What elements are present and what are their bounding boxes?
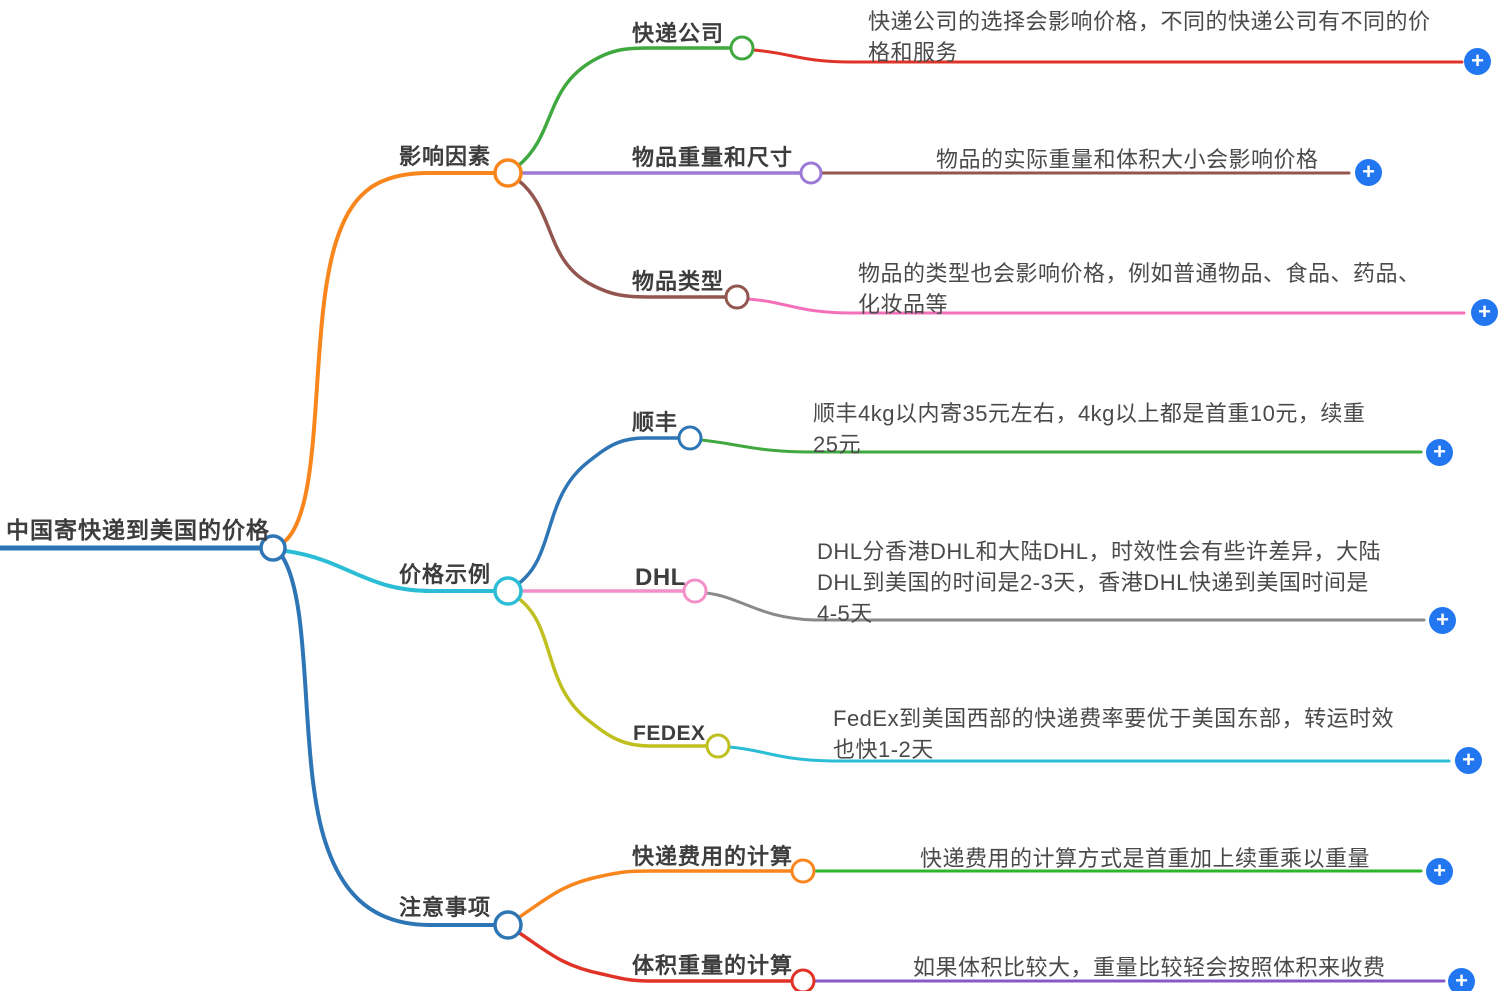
root-node-handle[interactable]	[259, 534, 287, 562]
plus-icon: +	[1462, 747, 1475, 772]
plus-icon: +	[1362, 159, 1375, 184]
edge-notes-fee	[516, 869, 793, 920]
plus-icon: +	[1471, 48, 1484, 73]
add-button-fedex[interactable]: +	[1455, 747, 1482, 774]
add-button-fee[interactable]: +	[1426, 858, 1453, 885]
note-type-text[interactable]: 物品的类型也会影响价格，例如普通物品、食品、药品、 化妆品等	[858, 261, 1421, 317]
notes-node-handle[interactable]	[493, 910, 523, 940]
type-node-handle[interactable]	[724, 284, 750, 310]
edge-factors-type	[516, 178, 727, 299]
plus-icon: +	[1433, 439, 1446, 464]
add-button-courier[interactable]: +	[1464, 48, 1491, 75]
edge-root-factors	[282, 171, 496, 544]
note-fee-text[interactable]: 快递费用的计算方式是首重加上续重乘以重量	[920, 846, 1371, 871]
edge-notes-volume	[516, 930, 793, 983]
factors-node-handle[interactable]	[493, 158, 523, 188]
topic-weight-label[interactable]: 物品重量和尺寸	[632, 145, 794, 170]
note-fedex-text[interactable]: FedEx到美国西部的快递费率要优于美国东部，转运时效 也快1-2天	[833, 706, 1395, 762]
edge-courier-note	[751, 48, 1464, 64]
add-button-volume[interactable]: +	[1448, 968, 1475, 991]
branch-price-label[interactable]: 价格示例	[399, 562, 492, 587]
topic-type-label[interactable]: 物品类型	[632, 269, 725, 294]
note-courier-text[interactable]: 快递公司的选择会影响价格，不同的快递公司有不同的价 格和服务	[868, 9, 1431, 65]
topic-fee-label[interactable]: 快递费用的计算	[632, 844, 794, 869]
edge-price-fedex	[516, 596, 708, 748]
edge-root-price	[284, 549, 496, 593]
edge-price-sf	[516, 436, 680, 586]
weight-node-handle[interactable]	[799, 161, 823, 185]
plus-icon: +	[1436, 607, 1449, 632]
topic-volume-label[interactable]: 体积重量的计算	[632, 953, 794, 978]
plus-icon: +	[1433, 858, 1446, 883]
edge-type-note	[746, 297, 1466, 315]
branch-notes-label[interactable]: 注意事项	[399, 895, 492, 920]
fedex-node-handle[interactable]	[705, 733, 731, 759]
dhl-node-handle[interactable]	[682, 578, 708, 604]
edge-factors-courier	[516, 46, 732, 168]
add-button-dhl[interactable]: +	[1429, 607, 1456, 634]
edge-sf-note	[699, 438, 1423, 454]
sf-node-handle[interactable]	[677, 425, 703, 451]
courier-node-handle[interactable]	[729, 35, 755, 61]
branch-factors-label[interactable]: 影响因素	[399, 144, 492, 169]
topic-sf-label[interactable]: 顺丰	[632, 410, 679, 435]
edge-root-notes	[280, 554, 496, 927]
topic-dhl-label[interactable]: DHL	[635, 564, 686, 591]
note-weight-text[interactable]: 物品的实际重量和体积大小会影响价格	[936, 147, 1319, 172]
edge-fedex-note	[727, 745, 1451, 763]
plus-icon: +	[1455, 968, 1468, 991]
add-button-type[interactable]: +	[1471, 299, 1498, 326]
note-sf-text[interactable]: 顺丰4kg以内寄35元左右，4kg以上都是首重10元，续重 25元	[813, 401, 1366, 457]
volume-node-handle[interactable]	[790, 968, 816, 991]
add-button-weight[interactable]: +	[1355, 159, 1382, 186]
plus-icon: +	[1478, 299, 1491, 324]
note-dhl-text[interactable]: DHL分香港DHL和大陆DHL，时效性会有些许差异，大陆 DHL到美国的时间是2…	[817, 539, 1382, 626]
topic-courier-label[interactable]: 快递公司	[632, 21, 725, 46]
price-node-handle[interactable]	[493, 576, 523, 606]
root-topic-label[interactable]: 中国寄快递到美国的价格	[6, 517, 270, 543]
add-button-sf[interactable]: +	[1426, 439, 1453, 466]
note-volume-text[interactable]: 如果体积比较大，重量比较轻会按照体积来收费	[913, 955, 1386, 980]
topic-fedex-label[interactable]: FEDEX	[633, 722, 706, 745]
edge-dhl-note	[704, 591, 1426, 622]
fee-node-handle[interactable]	[790, 858, 816, 884]
